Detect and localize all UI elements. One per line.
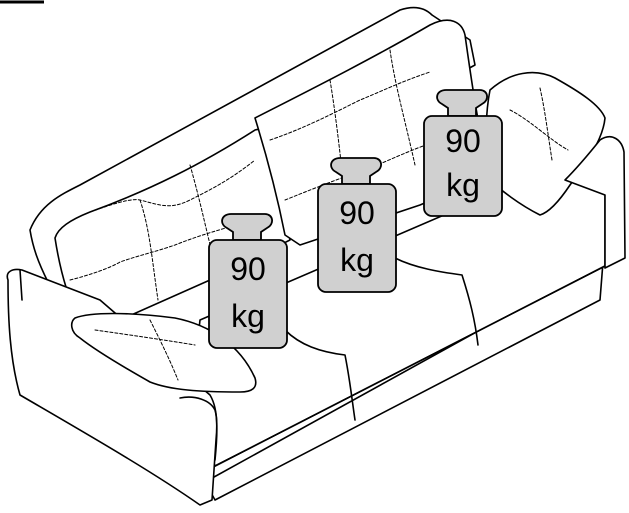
weight-2-unit: kg <box>340 242 374 278</box>
seat-seam-1 <box>284 329 356 421</box>
weight-2: 90 kg <box>317 157 397 293</box>
weight-3-body <box>423 115 503 217</box>
weight-3: 90 kg <box>423 89 503 217</box>
weight-3-unit: kg <box>446 167 480 203</box>
weight-2-value: 90 <box>339 195 375 231</box>
weight-1-body <box>208 239 288 349</box>
sofa <box>6 6 626 506</box>
weight-1-value: 90 <box>230 251 266 287</box>
arm-left <box>6 268 218 506</box>
weight-1: 90 kg <box>208 213 288 349</box>
arm-right <box>564 136 626 269</box>
weight-1-unit: kg <box>231 298 265 334</box>
weight-3-value: 90 <box>445 123 481 159</box>
weight-2-body <box>317 183 397 293</box>
seat-seam-2 <box>394 257 479 346</box>
